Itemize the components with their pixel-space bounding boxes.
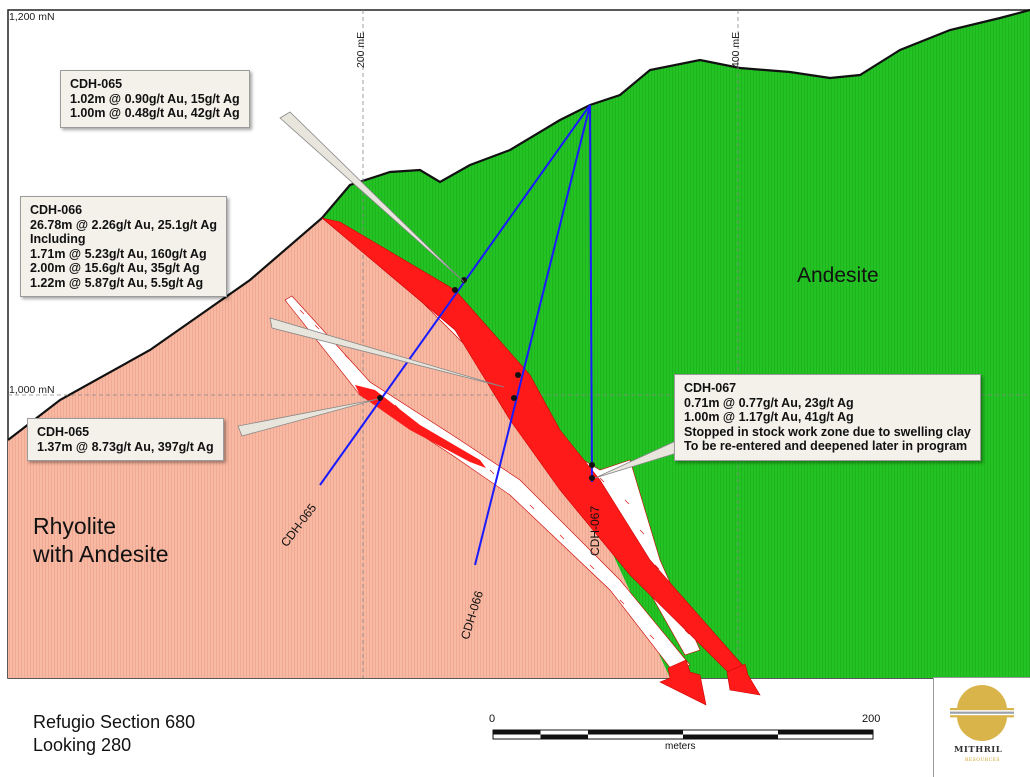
leader-cdh065-upper xyxy=(279,111,465,283)
scale-min-label: 0 xyxy=(489,713,496,725)
northing-label-1200: 1,200 mN xyxy=(9,11,55,23)
callout-line: 1.71m @ 5.23g/t Au, 160g/t Ag xyxy=(30,246,207,261)
hole-label-cdh067: CDH-067 xyxy=(588,505,602,556)
rock-label-andesite: Andesite xyxy=(797,264,879,287)
leader-cdh065-lower xyxy=(237,398,379,437)
rock-label-rhyolite-line1: Rhyolite xyxy=(33,513,117,539)
andesite-unit xyxy=(322,10,1030,678)
callout-line: 0.71m @ 0.77g/t Au, 23g/t Ag xyxy=(684,395,854,410)
mineralized-zone-main xyxy=(321,217,746,673)
callout-line: 2.00m @ 15.6g/t Au, 35g/t Ag xyxy=(30,261,200,275)
callout-line: CDH-065 xyxy=(37,425,90,439)
callout-cdh065-upper: CDH-065 1.02m @ 0.90g/t Au, 15g/t Ag 1.0… xyxy=(60,70,250,128)
mineralized-vein-secondary xyxy=(355,385,486,468)
easting-label-400: 400 mE xyxy=(730,31,742,68)
breccia-band-lower xyxy=(284,295,691,671)
callout-line: 1.02m @ 0.90g/t Au, 15g/t Ag xyxy=(70,91,240,106)
rock-label-rhyolite-line2: with Andesite xyxy=(33,541,169,567)
intercept-markers xyxy=(377,277,595,481)
northing-label-1000: 1,000 mN xyxy=(9,384,55,396)
drill-trace-cdh067 xyxy=(589,104,593,483)
logo-emblem-icon xyxy=(950,685,1014,741)
logo-wordmark: MITHRIL xyxy=(954,745,1003,755)
scale-bar xyxy=(492,729,874,740)
callout-line: CDH-065 xyxy=(70,77,123,91)
section-title: Refugio Section 680 Looking 280 xyxy=(33,711,195,757)
section-title-line2: Looking 280 xyxy=(33,735,132,755)
callout-line: CDH-066 xyxy=(30,203,83,217)
section-title-line1: Refugio Section 680 xyxy=(33,712,196,732)
red-arrow-left xyxy=(659,659,707,706)
leader-cdh066 xyxy=(269,317,505,388)
easting-label-200: 200 mE xyxy=(355,31,367,68)
callout-cdh067: CDH-067 0.71m @ 0.77g/t Au, 23g/t Ag 1.0… xyxy=(674,374,981,461)
rhyolite-unit xyxy=(8,218,670,678)
callout-line: 1.00m @ 0.48g/t Au, 42g/t Ag xyxy=(70,106,240,120)
callout-line: Stopped in stock work zone due to swelli… xyxy=(684,424,971,439)
drill-trace-cdh066 xyxy=(474,104,591,566)
callout-line: 26.78m @ 2.26g/t Au, 25.1g/t Ag xyxy=(30,217,218,232)
rock-label-rhyolite: Rhyolite with Andesite xyxy=(33,512,169,568)
callout-line: 1.37m @ 8.73g/t Au, 397g/t Ag xyxy=(37,439,214,454)
callout-line: 1.00m @ 1.17g/t Au, 41g/t Ag xyxy=(684,410,854,424)
topographic-surface xyxy=(7,8,1030,441)
company-logo: MITHRIL RESOURCES xyxy=(933,677,1030,777)
callout-line: To be re-entered and deepened later in p… xyxy=(684,439,968,453)
drill-trace-cdh065 xyxy=(319,104,591,486)
scale-max-label: 200 xyxy=(862,713,881,725)
callout-cdh066: CDH-066 26.78m @ 2.26g/t Au, 25.1g/t Ag … xyxy=(20,196,228,297)
callout-line: 1.22m @ 5.87g/t Au, 5.5g/t Ag xyxy=(30,275,204,290)
red-arrow-right xyxy=(726,663,761,696)
logo-subtitle: RESOURCES xyxy=(965,758,1000,763)
scale-unit-label: meters xyxy=(665,741,696,752)
callout-cdh065-lower: CDH-065 1.37m @ 8.73g/t Au, 397g/t Ag xyxy=(27,418,224,461)
callout-line: Including xyxy=(30,232,86,246)
callout-line: CDH-067 xyxy=(684,381,737,395)
